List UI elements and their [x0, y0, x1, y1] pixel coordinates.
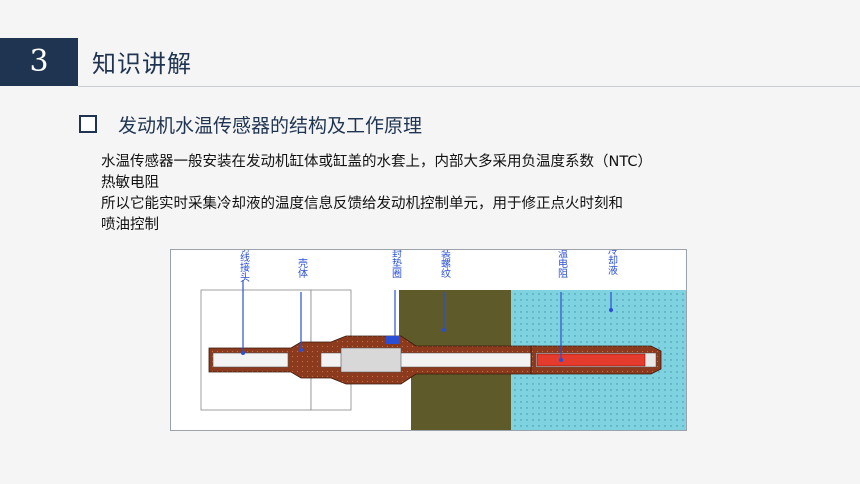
sensor-structure-diagram: 引线接头 壳体 密封垫圈 安装螺纹 测温电阻 冷却液	[170, 249, 687, 431]
body-paragraph: 水温传感器一般安装在发动机缸体或缸盖的水套上，内部大多采用负温度系数（NTC） …	[101, 152, 801, 236]
label-lead-connector: 引线接头	[238, 250, 250, 283]
label-coolant: 冷却液	[606, 250, 618, 276]
body-line: 喷油控制	[101, 217, 159, 233]
sensor-diagram-svg: 引线接头 壳体 密封垫圈 安装螺纹 测温电阻 冷却液	[200, 250, 686, 430]
section-number-box	[0, 38, 78, 86]
leader-dot	[442, 328, 446, 332]
body-line: 水温传感器一般安装在发动机缸体或缸盖的水套上，内部大多采用负温度系数（NTC）	[101, 154, 652, 170]
label-thermistor: 测温电阻	[556, 250, 568, 279]
thermistor-element	[536, 353, 646, 367]
leader-dot	[609, 308, 613, 312]
inner-sleeve	[340, 347, 402, 373]
square-bullet-icon	[79, 115, 97, 133]
leader-dot	[241, 351, 245, 355]
label-mount-thread: 安装螺纹	[439, 250, 451, 279]
label-housing: 壳体	[296, 257, 308, 279]
body-line: 热敏电阻	[101, 175, 159, 191]
title-divider	[78, 86, 860, 87]
lead-connector-bore	[212, 352, 289, 368]
leader-dot	[559, 358, 563, 362]
body-line: 所以它能实时采集冷却液的温度信息反馈给发动机控制单元，用于修正点火时刻和	[101, 196, 623, 212]
leader-dot	[299, 348, 303, 352]
section-heading: 发动机水温传感器的结构及工作原理	[118, 115, 423, 137]
page-title: 知识讲解	[92, 50, 192, 78]
section-number: 3	[29, 44, 49, 79]
leader-dot	[393, 338, 397, 342]
label-seal-washer: 密封垫圈	[390, 250, 402, 279]
